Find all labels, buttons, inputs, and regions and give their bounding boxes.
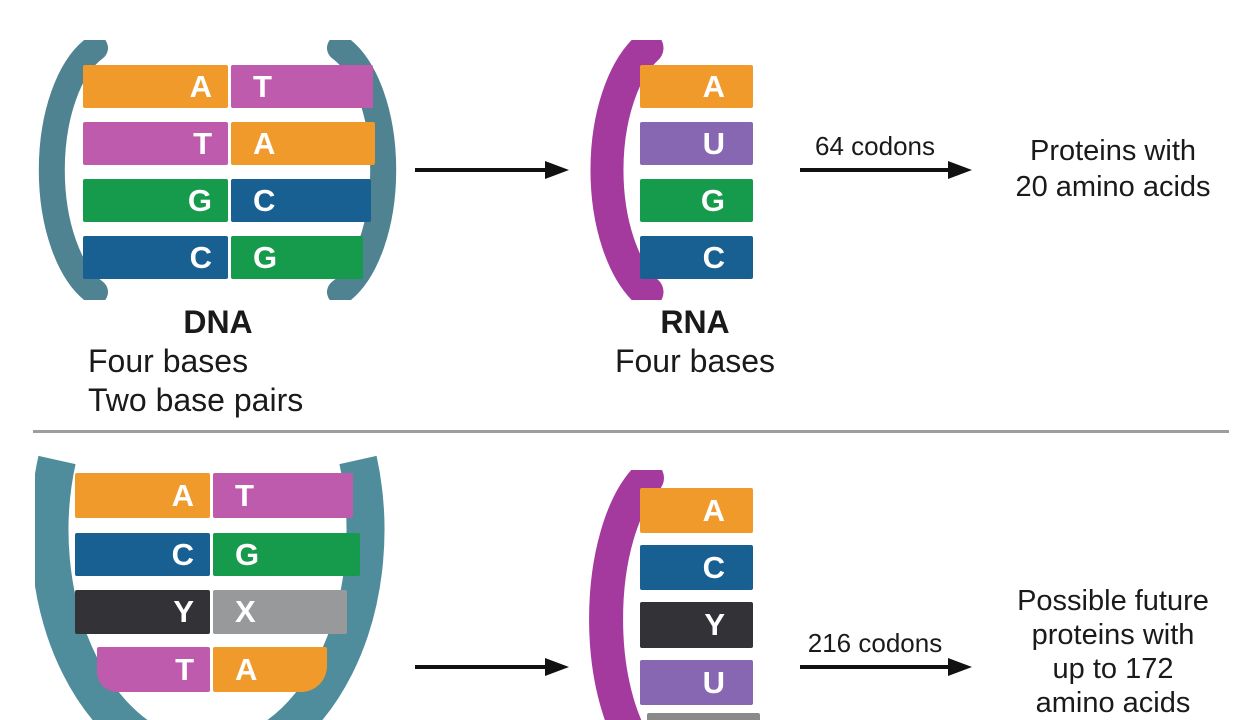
base-letter: A — [253, 125, 276, 161]
base-letter: Y — [704, 607, 725, 642]
base-letter: C — [171, 536, 194, 572]
arrow-head — [948, 658, 972, 676]
rna-base-bar: A — [640, 488, 753, 533]
rna-base-bar: U — [640, 122, 753, 165]
dna-base-bar: T — [83, 122, 228, 165]
translation-arrow-bottom — [800, 658, 972, 676]
dna-base-bar: G — [213, 533, 360, 576]
base-letter: C — [702, 239, 725, 275]
base-letter: A — [235, 651, 258, 687]
codons-label-top: 64 codons — [815, 131, 935, 161]
rna-backbone-curve — [590, 40, 664, 300]
dna-label: DNA — [183, 304, 253, 340]
result-line: 20 amino acids — [1015, 171, 1211, 203]
result-line: amino acids — [1035, 687, 1191, 719]
proteins-result-bottom: Possible future proteins with up to 172 … — [988, 584, 1238, 720]
base-letter: G — [187, 182, 212, 218]
dna-label-block: DNA Four bases Two base pairs — [88, 303, 348, 420]
result-line: up to 172 — [1052, 653, 1174, 685]
base-letter: C — [253, 182, 276, 218]
dna-top-diagram: A T T A G C C G — [35, 40, 400, 300]
dna-base-bar: X — [213, 590, 347, 634]
dna-backbone-cup-curve — [35, 455, 385, 720]
arrow-head — [545, 658, 569, 676]
base-letter: X — [235, 594, 256, 629]
base-letter: U — [702, 125, 725, 161]
rna-sublabel-bases: Four bases — [614, 343, 776, 379]
result-line: proteins with — [1031, 619, 1195, 651]
dna-sublabel-pairs: Two base pairs — [88, 382, 304, 418]
rna-base-bar: Y — [640, 602, 753, 648]
base-letter: U — [702, 664, 725, 700]
rna-base-bar: C — [640, 236, 753, 279]
base-letter: T — [175, 651, 194, 687]
arrow-head — [948, 161, 972, 179]
base-letter: C — [189, 239, 212, 275]
dna-base-bar: A — [83, 65, 228, 108]
dna-base-bar: G — [83, 179, 228, 222]
rna-base-bar: C — [640, 545, 753, 590]
dna-base-bar: Y — [75, 590, 210, 634]
rna-base-bar: A — [640, 65, 753, 108]
rna-top-diagram: A U G C — [585, 40, 765, 300]
rna-label-block: RNA Four bases — [562, 303, 828, 381]
translation-arrow-top — [800, 161, 972, 179]
dna-base-bar: C — [231, 179, 371, 222]
rna-base-bar: U — [640, 660, 753, 705]
dna-base-bar: A — [75, 473, 210, 518]
result-line: Possible future — [1017, 585, 1209, 617]
result-line: Proteins with — [1029, 135, 1196, 167]
base-letter: T — [253, 68, 272, 104]
rna-base-bar-partial — [647, 713, 760, 720]
base-letter: G — [700, 182, 725, 218]
base-letter: A — [702, 68, 725, 104]
base-letter: A — [189, 68, 212, 104]
base-letter: G — [253, 239, 278, 275]
transcription-arrow-top — [415, 161, 569, 179]
rna-bottom-diagram: A C Y U — [585, 470, 765, 720]
section-divider — [33, 430, 1229, 433]
dna-base-bar: T — [97, 647, 210, 692]
dna-base-bar: A — [231, 122, 375, 165]
dna-base-bar: T — [231, 65, 373, 108]
base-letter: A — [702, 492, 725, 528]
arrow-head — [545, 161, 569, 179]
rna-backbone-curve-wrap — [590, 40, 664, 300]
dna-base-bar: C — [75, 533, 210, 576]
base-letter: A — [171, 477, 194, 513]
rna-label: RNA — [660, 304, 730, 340]
rna-base-bar: G — [640, 179, 753, 222]
rna-backbone-curve-wrap — [589, 470, 664, 720]
base-letter: C — [702, 549, 725, 585]
base-letter: T — [235, 477, 254, 513]
dna-sublabel-bases: Four bases — [88, 343, 249, 379]
dna-bottom-diagram: A T C G Y X T A — [35, 455, 405, 720]
dna-backbone-left-curve — [38, 40, 108, 300]
base-letter: T — [193, 125, 212, 161]
dna-base-bar: T — [213, 473, 353, 518]
proteins-result-top: Proteins with 20 amino acids — [990, 133, 1236, 205]
dna-backbone-cup-wrap — [35, 455, 385, 720]
transcription-arrow-bottom — [415, 658, 569, 676]
dna-base-bar: C — [83, 236, 228, 279]
base-letter: Y — [173, 594, 194, 629]
base-letter: G — [235, 536, 260, 572]
codons-label-bottom: 216 codons — [807, 628, 943, 658]
dna-base-bar: G — [231, 236, 363, 279]
rna-backbone-curve — [589, 470, 664, 720]
dna-base-bar: A — [213, 647, 327, 692]
